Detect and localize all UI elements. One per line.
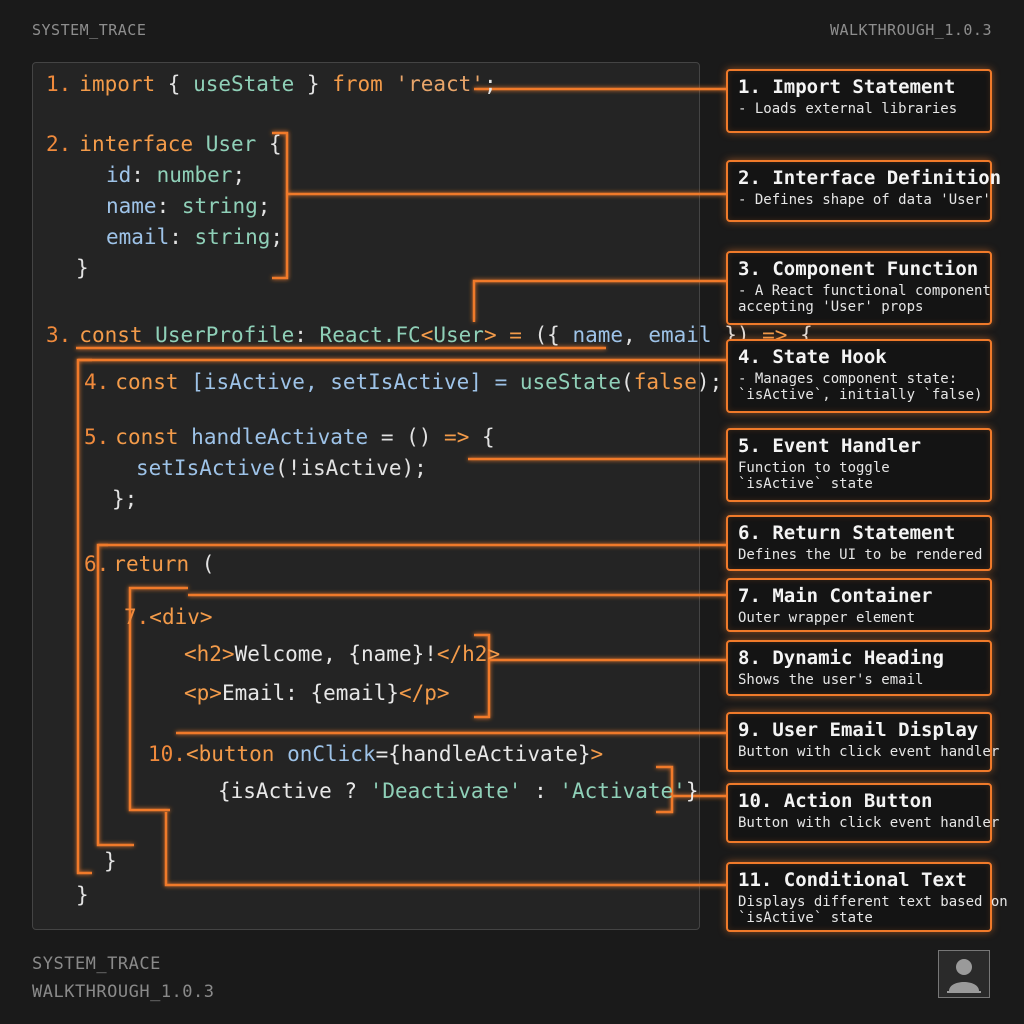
annotation-dynamic-heading: 8. Dynamic Heading Shows the user's emai… — [726, 640, 992, 696]
annotation-title: 5. Event Handler — [738, 435, 922, 457]
annotation-title: 9. User Email Display — [738, 719, 979, 741]
code-line-6: 6.return ( — [84, 552, 215, 576]
code-line-8: <h2>Welcome, {name}!</h2> — [184, 642, 501, 666]
annotation-title: 2. Interface Definition — [738, 167, 1002, 189]
annotation-main-container: 7. Main Container Outer wrapper element — [726, 578, 992, 632]
code-line-5-close: }; — [112, 487, 138, 511]
code-line-3: 3.const UserProfile: React.FC<User> = ({… — [46, 323, 813, 347]
annotation-title: 4. State Hook — [738, 346, 887, 368]
user-avatar-glyph — [947, 959, 981, 993]
annotation-return-statement: 6. Return Statement Defines the UI to be… — [726, 515, 992, 571]
annotation-desc: Outer wrapper element — [738, 610, 916, 626]
annotation-component-function: 3. Component Function - A React function… — [726, 251, 992, 325]
header-walkthrough-version: WALKTHROUGH_1.0.3 — [829, 21, 992, 39]
annotation-state-hook: 4. State Hook - Manages component state:… — [726, 339, 992, 413]
annotation-desc: - Manages component state: `isActive`, i… — [738, 371, 983, 403]
annotation-title: 11. Conditional Text — [738, 869, 967, 891]
header-system-trace: SYSTEM_TRACE — [32, 21, 147, 39]
annotation-desc: Displays different text based on `isActi… — [738, 894, 1008, 926]
footer-walkthrough-version: WALKTHROUGH_1.0.3 — [32, 982, 215, 1002]
annotation-desc: Defines the UI to be rendered — [738, 547, 983, 563]
footer-system-trace: SYSTEM_TRACE — [32, 954, 161, 974]
annotation-desc: Shows the user's email — [738, 672, 924, 688]
code-line-5-body: setIsActive(!isActive); — [136, 456, 427, 480]
code-line-4: 4.const [isActive, setIsActive] = useSta… — [84, 370, 723, 394]
annotation-title: 1. Import Statement — [738, 76, 956, 98]
annotation-desc: Button with click event handler — [738, 815, 1000, 831]
annotation-desc: - Loads external libraries — [738, 101, 958, 117]
annotation-user-email-display: 9. User Email Display Button with click … — [726, 712, 1000, 772]
annotation-desc: - A React functional component accepting… — [738, 283, 991, 315]
annotation-title: 6. Return Statement — [738, 522, 956, 544]
annotation-interface-definition: 2. Interface Definition - Defines shape … — [726, 160, 1002, 222]
code-line-2-name: name: string; — [106, 194, 271, 218]
code-line-5: 5.const handleActivate = () => { — [84, 425, 495, 449]
annotation-desc: - Defines shape of data 'User' — [738, 192, 991, 208]
annotation-import-statement: 1. Import Statement - Loads external lib… — [726, 69, 992, 133]
annotation-title: 7. Main Container — [738, 585, 933, 607]
code-line-2-close: } — [76, 256, 89, 280]
annotation-title: 10. Action Button — [738, 790, 933, 812]
code-line-10: 10.<button onClick={handleActivate}> — [148, 742, 604, 766]
code-line-close-outer: } — [76, 883, 89, 907]
code-line-2-email: email: string; — [106, 225, 284, 249]
annotation-desc: Function to toggle `isActive` state — [738, 460, 890, 492]
user-avatar-icon[interactable] — [938, 950, 990, 998]
code-line-2-id: id: number; — [106, 163, 246, 187]
annotation-action-button: 10. Action Button Button with click even… — [726, 783, 1000, 843]
code-line-11: {isActive ? 'Deactivate' : 'Activate'} — [218, 779, 699, 803]
annotation-conditional-text: 11. Conditional Text Displays different … — [726, 862, 1008, 932]
annotation-title: 3. Component Function — [738, 258, 979, 280]
code-line-2: 2.interface User { — [46, 132, 282, 156]
annotation-event-handler: 5. Event Handler Function to toggle `isA… — [726, 428, 992, 502]
code-line-1: 1.import { useState } from 'react'; — [46, 72, 497, 96]
code-line-9: <p>Email: {email}</p> — [184, 681, 450, 705]
code-line-close-inner: } — [104, 849, 117, 873]
code-line-7: 7.<div> — [124, 605, 213, 629]
annotation-title: 8. Dynamic Heading — [738, 647, 944, 669]
annotation-desc: Button with click event handler — [738, 744, 1000, 760]
